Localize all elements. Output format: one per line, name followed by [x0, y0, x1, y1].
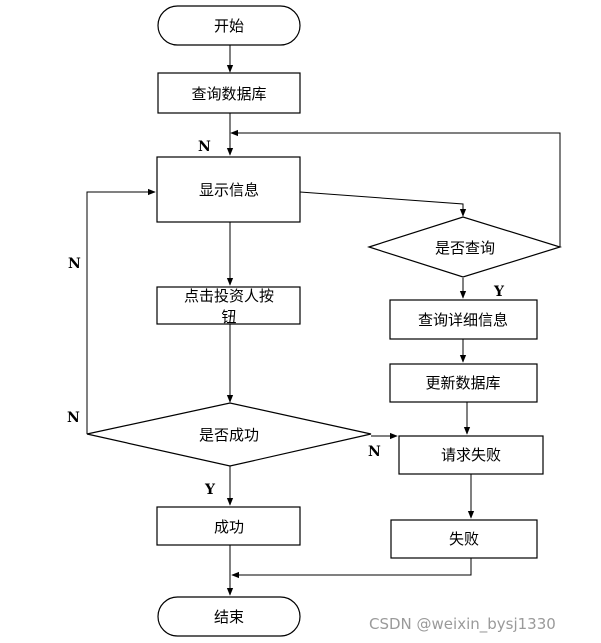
is-success-diamond	[86, 402, 372, 467]
node-request-fail: 请求失败	[398, 435, 544, 475]
edge-is-query-no-loop	[230, 129, 561, 247]
start-label: 开始	[214, 17, 244, 35]
edge-fail-to-end	[231, 558, 472, 579]
query-detail-label: 查询详细信息	[418, 311, 508, 329]
start-terminal	[157, 5, 301, 46]
edge-labels: N N N Y Y N	[67, 139, 505, 498]
click-invest-label-line2: 钮	[221, 308, 236, 326]
fail-label: 失败	[449, 530, 479, 548]
node-is-query: 是否查询	[367, 216, 563, 278]
edge-show-info-to-is-query	[299, 191, 467, 217]
end-label: 结束	[214, 608, 244, 626]
node-query-db: 查询数据库	[157, 72, 301, 114]
query-detail-box	[389, 299, 538, 340]
label-n-left-upper: N	[68, 256, 81, 272]
node-end: 结束	[157, 596, 301, 637]
show-info-box	[156, 156, 301, 223]
is-query-label: 是否查询	[435, 239, 495, 257]
node-is-success: 是否成功	[86, 402, 372, 467]
show-info-label: 显示信息	[199, 181, 259, 199]
edges	[86, 45, 561, 596]
end-terminal	[157, 596, 301, 637]
node-click-invest: 点击投资人按 钮	[156, 286, 301, 326]
query-db-label: 查询数据库	[191, 85, 266, 103]
label-n-left-lower: N	[67, 410, 80, 426]
label-y-query: Y	[493, 284, 505, 300]
success-box	[156, 506, 301, 546]
label-n-top: N	[198, 139, 211, 155]
request-fail-label: 请求失败	[441, 446, 501, 464]
success-label: 成功	[214, 518, 244, 536]
request-fail-box	[398, 435, 544, 475]
is-query-diamond	[367, 216, 563, 278]
update-db-box	[389, 363, 538, 403]
node-success: 成功	[156, 506, 301, 546]
click-invest-label-line1: 点击投资人按	[184, 287, 274, 305]
update-db-label: 更新数据库	[425, 374, 500, 392]
is-success-label: 是否成功	[199, 426, 259, 444]
node-query-detail: 查询详细信息	[389, 299, 538, 340]
watermark: CSDN @weixin_bysj1330	[369, 615, 556, 634]
fail-box	[390, 519, 538, 559]
edge-is-success-no-loop	[86, 188, 156, 434]
node-start: 开始	[157, 5, 301, 46]
label-n-right: N	[368, 444, 381, 460]
node-update-db: 更新数据库	[389, 363, 538, 403]
node-show-info: 显示信息	[156, 156, 301, 223]
query-db-box	[157, 72, 301, 114]
node-fail: 失败	[390, 519, 538, 559]
label-y-success: Y	[204, 482, 216, 498]
click-invest-box	[156, 286, 301, 325]
